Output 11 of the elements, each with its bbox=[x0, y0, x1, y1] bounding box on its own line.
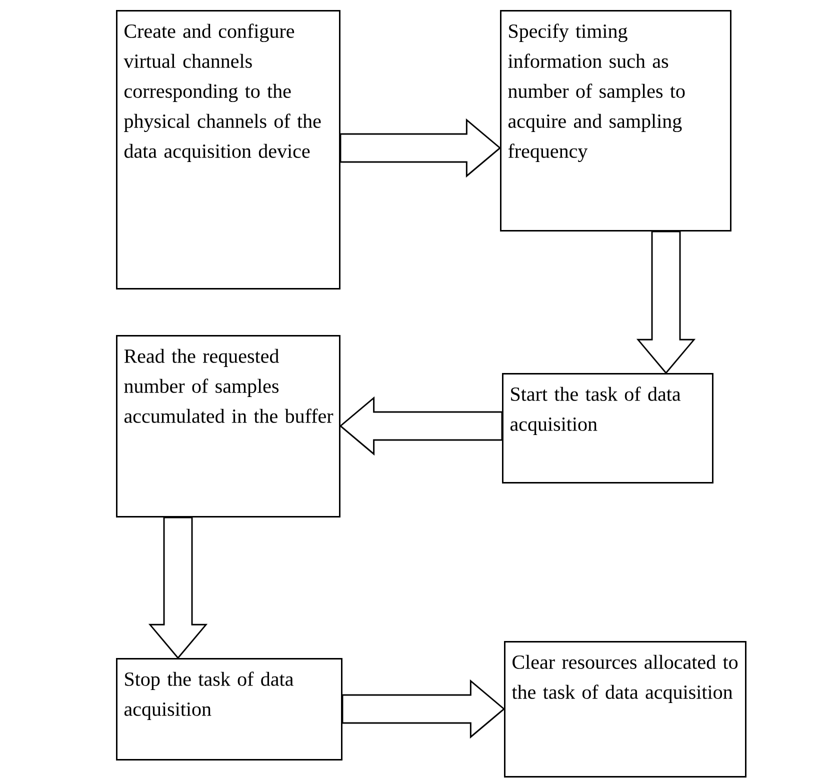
block-arrow bbox=[342, 679, 506, 739]
block-arrow bbox=[340, 118, 502, 178]
block-arrow bbox=[636, 230, 696, 374]
process-box: Clear resources allocated to the task of data acquisition bbox=[504, 641, 746, 778]
block-arrow bbox=[339, 396, 503, 456]
process-box: Specify timing information such as number of samples to acquire and sampling frequency bbox=[500, 10, 732, 232]
process-box: Start the task of data acquisition bbox=[502, 373, 714, 484]
process-box: Read the requested number of samples accumulated in the buffer bbox=[116, 335, 340, 518]
process-box: Stop the task of data acquisition bbox=[116, 658, 342, 760]
process-box: Create and configure virtual channels corresponding to the physical channels of the data acquisition device bbox=[116, 10, 340, 290]
block-arrow bbox=[148, 516, 208, 660]
